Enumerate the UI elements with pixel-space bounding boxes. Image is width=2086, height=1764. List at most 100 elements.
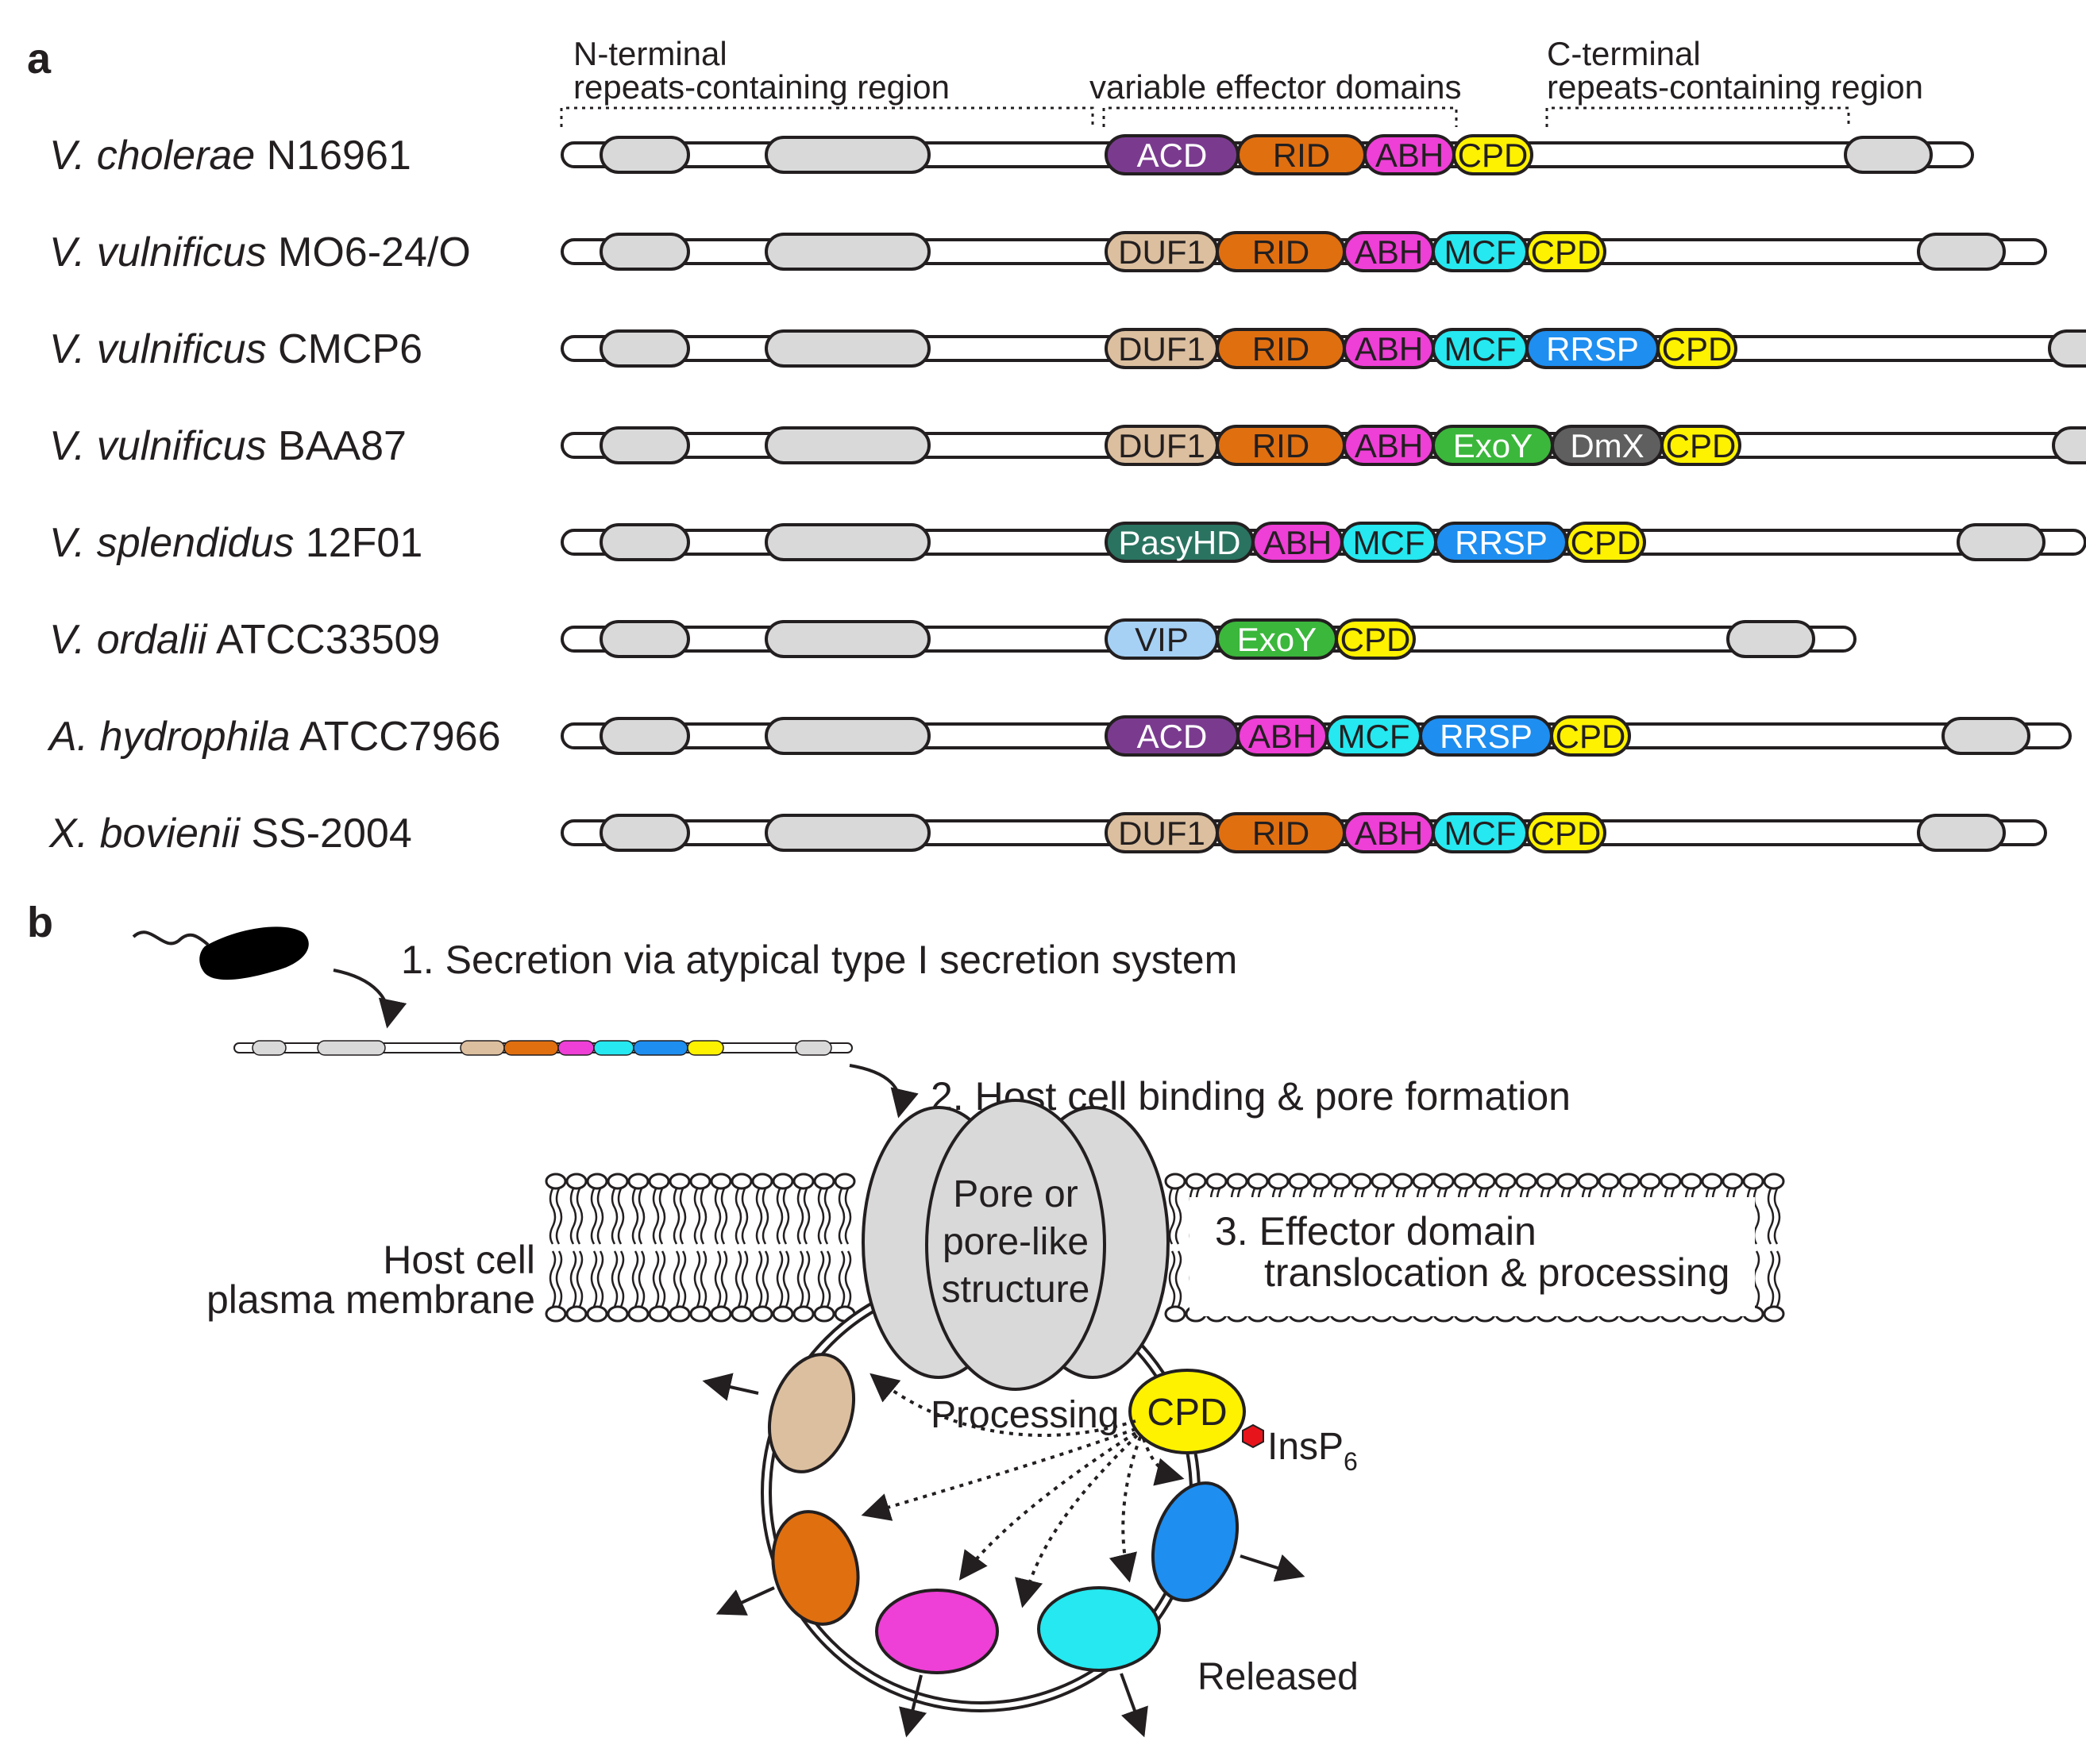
lipid-head-bottom: [586, 1305, 608, 1323]
mini-rrsp: [633, 1040, 688, 1056]
lipid-tail: [823, 1188, 831, 1245]
domain-label-cpd: CPD: [1556, 718, 1626, 755]
lipid-head-top: [1763, 1173, 1785, 1190]
lipid-tail: [796, 1250, 804, 1308]
domain-label-acd: ACD: [1137, 137, 1208, 174]
lipid-tail: [693, 1250, 701, 1308]
n-repeat-1: [600, 620, 690, 658]
lipid-head-top: [1494, 1173, 1517, 1190]
lipid-head-top: [1556, 1173, 1579, 1190]
c-repeat: [1957, 523, 2046, 561]
domain-cpd: [1550, 715, 1631, 757]
n-repeat-2: [765, 814, 931, 852]
lipid-tail: [631, 1188, 639, 1245]
domain-cpd-ellipse: [1128, 1369, 1246, 1454]
lipid: [627, 1173, 650, 1323]
processing-arrows: [861, 1373, 1185, 1608]
step1-text: 1. Secretion via atypical type I secreti…: [401, 938, 1237, 982]
lipid-head-bottom: [813, 1305, 835, 1323]
lipid-head-top: [1577, 1173, 1599, 1190]
lipid-tail: [700, 1250, 708, 1308]
lipid: [834, 1173, 856, 1323]
step3-background: [1190, 1197, 1755, 1316]
species-label-2: V. vulnificus MO6-24/O: [49, 229, 471, 275]
lipid-head-top: [1350, 1173, 1372, 1190]
lipid-head-bottom: [689, 1305, 711, 1323]
domain-label-cpd: CPD: [1571, 524, 1641, 561]
lipid-head-top: [1391, 1173, 1413, 1190]
n-terminal-header-line2: repeats-containing region: [573, 68, 950, 106]
lipid-tail: [652, 1250, 660, 1308]
n-repeat-2: [765, 620, 931, 658]
lipid-tail: [720, 1250, 728, 1308]
n-repeat-1: [600, 233, 690, 271]
lipid-head-bottom: [648, 1305, 670, 1323]
mini-repeat-3: [795, 1040, 832, 1056]
lipid-head-top: [1329, 1173, 1351, 1190]
secreted-toxin-mini: [233, 1040, 853, 1056]
n-repeat-1: [600, 523, 690, 561]
domain-label-rid: RID: [1252, 233, 1309, 271]
species-label-6: V. ordalii ATCC33509: [49, 617, 440, 663]
lipid-tail: [741, 1188, 749, 1245]
lipid-head-top: [545, 1173, 567, 1190]
lipid-head-top: [1639, 1173, 1661, 1190]
n-repeat-1: [600, 426, 690, 464]
species-label-7: A. hydrophila ATCC7966: [47, 714, 500, 760]
lipid-head-bottom: [607, 1305, 629, 1323]
lipid-tail: [576, 1250, 584, 1308]
domain-label-cpd: CPD: [1531, 815, 1602, 852]
domain-cpd: [1525, 231, 1606, 272]
lipid-head-top: [1598, 1173, 1620, 1190]
lipid-head-top: [1722, 1173, 1744, 1190]
lipid-head-top: [710, 1173, 732, 1190]
lipid-head-bottom: [1763, 1305, 1785, 1323]
domain-label-abh: ABH: [1248, 718, 1317, 755]
lipid-tail: [658, 1250, 666, 1308]
n-repeat-1: [600, 329, 690, 368]
c-repeat: [1844, 136, 1933, 174]
n-repeat-2: [765, 233, 931, 271]
release-arrow-rid: [715, 1586, 775, 1616]
lipid: [731, 1173, 753, 1323]
insp6-icon: [1242, 1423, 1264, 1449]
c-repeat: [2048, 329, 2086, 368]
lipid-tail: [803, 1188, 811, 1245]
domain-label-rid: RID: [1273, 137, 1330, 174]
lipid-tail: [1168, 1250, 1176, 1308]
domain-label-rrsp: RRSP: [1455, 524, 1548, 561]
lipid-tail: [700, 1188, 708, 1245]
domain-label-vip: VIP: [1135, 621, 1189, 658]
lipid-tail: [838, 1188, 846, 1245]
lipid-tail: [1773, 1188, 1781, 1245]
lipid-head-top: [1432, 1173, 1455, 1190]
lipid-head-top: [731, 1173, 753, 1190]
panel-b-label: b: [27, 899, 53, 946]
domain-label-mcf: MCF: [1444, 330, 1517, 368]
species-label-5: V. splendidus 12F01: [49, 520, 422, 566]
domain-label-cpd: CPD: [1662, 330, 1733, 368]
lipid-head-top: [813, 1173, 835, 1190]
domain-label-dmx: DmX: [1570, 427, 1644, 464]
species-labels: V. cholerae N16961 V. vulnificus MO6-24/…: [47, 133, 500, 857]
lipid-head-top: [648, 1173, 670, 1190]
lipid-head-top: [1205, 1173, 1228, 1190]
lipid-tail: [631, 1250, 639, 1308]
lipid-tail: [755, 1250, 763, 1308]
c-repeat: [1726, 620, 1815, 658]
domain-label-rid: RID: [1252, 815, 1309, 852]
domain-rid-ellipse: [771, 1510, 860, 1626]
release-arrow-rrsp: [1240, 1554, 1305, 1582]
lipid-head-top: [792, 1173, 815, 1190]
processing-arrow-center: [1015, 1434, 1139, 1608]
domain-label-mcf: MCF: [1444, 815, 1517, 852]
domain-label-cpd: CPD: [1666, 427, 1737, 464]
lipid: [669, 1173, 691, 1323]
